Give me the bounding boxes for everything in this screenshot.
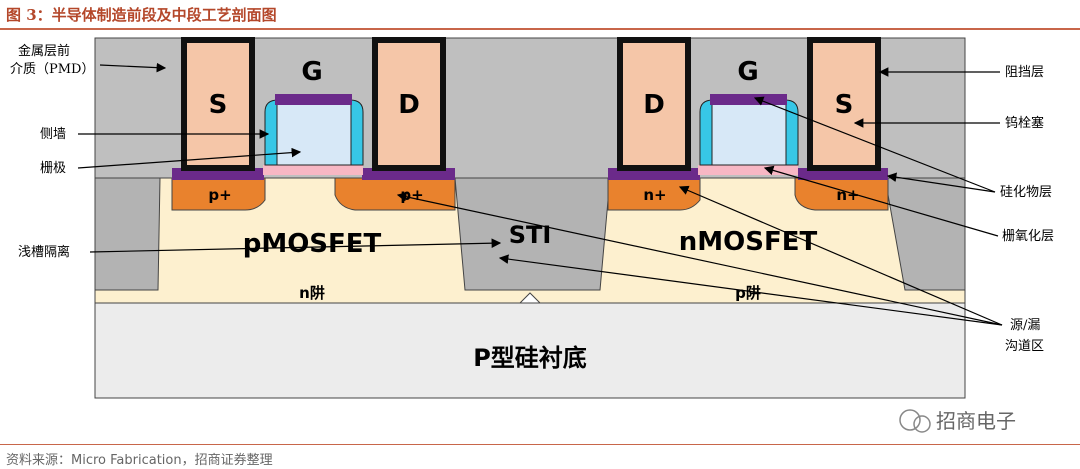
callout-barrier: 阻挡层 bbox=[1005, 65, 1044, 80]
label-nplus-1: n+ bbox=[643, 186, 666, 204]
callout-gateoxide: 栅氧化层 bbox=[1002, 229, 1054, 244]
arrow-sd-1 bbox=[396, 192, 1003, 326]
label-s-p: S bbox=[209, 90, 228, 120]
title-rule bbox=[0, 28, 1080, 30]
plug-ps bbox=[181, 37, 255, 171]
p-plus-drain bbox=[334, 177, 456, 211]
gate-silicide-n bbox=[710, 94, 787, 105]
plug-ns bbox=[807, 37, 881, 171]
callout-sti: 浅槽隔离 bbox=[18, 244, 70, 260]
label-nwell: n阱 bbox=[299, 284, 325, 302]
bottom-rule bbox=[0, 444, 1080, 445]
p-plus-source bbox=[171, 177, 266, 211]
arrow-silicide-2 bbox=[886, 172, 996, 193]
label-pmosfet: pMOSFET bbox=[243, 229, 382, 259]
callout-sidewall: 侧墙 bbox=[40, 127, 66, 142]
label-substrate: P型硅衬底 bbox=[473, 344, 587, 372]
sti-left bbox=[94, 177, 161, 291]
callout-wplug: 钨栓塞 bbox=[1005, 115, 1044, 131]
callout-pmd-2: 介质（PMD） bbox=[10, 62, 94, 77]
arrow-silicide-1 bbox=[753, 96, 996, 193]
arrow-gateoxide bbox=[763, 165, 999, 237]
gate-poly-p bbox=[276, 102, 352, 166]
label-pwell: p阱 bbox=[735, 284, 761, 302]
label-nmosfet: nMOSFET bbox=[679, 227, 818, 257]
gate-oxide-n bbox=[698, 165, 798, 175]
figure-title: 图 3：半导体制造前段及中段工艺剖面图 bbox=[6, 6, 277, 24]
label-d-p: D bbox=[398, 90, 420, 120]
label-g-n: G bbox=[737, 57, 758, 87]
callout-pmd-1: 金属层前 bbox=[18, 43, 70, 59]
label-pplus-2: p+ bbox=[400, 186, 423, 204]
plug-nd bbox=[617, 37, 691, 171]
callout-sd-1: 源/漏 bbox=[1010, 317, 1040, 333]
arrow-gate bbox=[77, 147, 302, 169]
arrow-pmd bbox=[99, 62, 167, 73]
label-g-p: G bbox=[301, 57, 322, 87]
spacer-p-left bbox=[264, 99, 279, 166]
label-s-n: S bbox=[835, 90, 854, 120]
plug-pd bbox=[372, 37, 446, 171]
label-d-n: D bbox=[643, 90, 665, 120]
gate-oxide-p bbox=[263, 165, 363, 175]
n-plus-drain bbox=[607, 177, 701, 211]
spacer-n-left bbox=[699, 99, 714, 166]
n-plus-source bbox=[794, 177, 889, 211]
callout-sd-2: 沟道区 bbox=[1005, 339, 1044, 354]
arrow-sd-3 bbox=[498, 254, 1003, 326]
wechat-icon bbox=[899, 409, 921, 431]
label-pplus-1: p+ bbox=[208, 186, 231, 204]
gate-silicide-p bbox=[275, 94, 352, 105]
substrate bbox=[94, 302, 966, 399]
gate-poly-n bbox=[711, 102, 787, 166]
arrow-sd-2 bbox=[678, 185, 1003, 326]
callout-silicide: 硅化物层 bbox=[1000, 185, 1052, 200]
spacer-n-right bbox=[784, 99, 799, 166]
source-note: 资料来源：Micro Fabrication，招商证券整理 bbox=[6, 453, 273, 468]
callout-gate: 栅极 bbox=[40, 161, 66, 176]
arrow-sti bbox=[89, 238, 502, 253]
watermark-text: 招商电子 bbox=[936, 409, 1016, 433]
spacer-p-right bbox=[349, 99, 364, 166]
label-sti: STI bbox=[509, 221, 552, 249]
wechat-icon-small bbox=[913, 415, 931, 433]
